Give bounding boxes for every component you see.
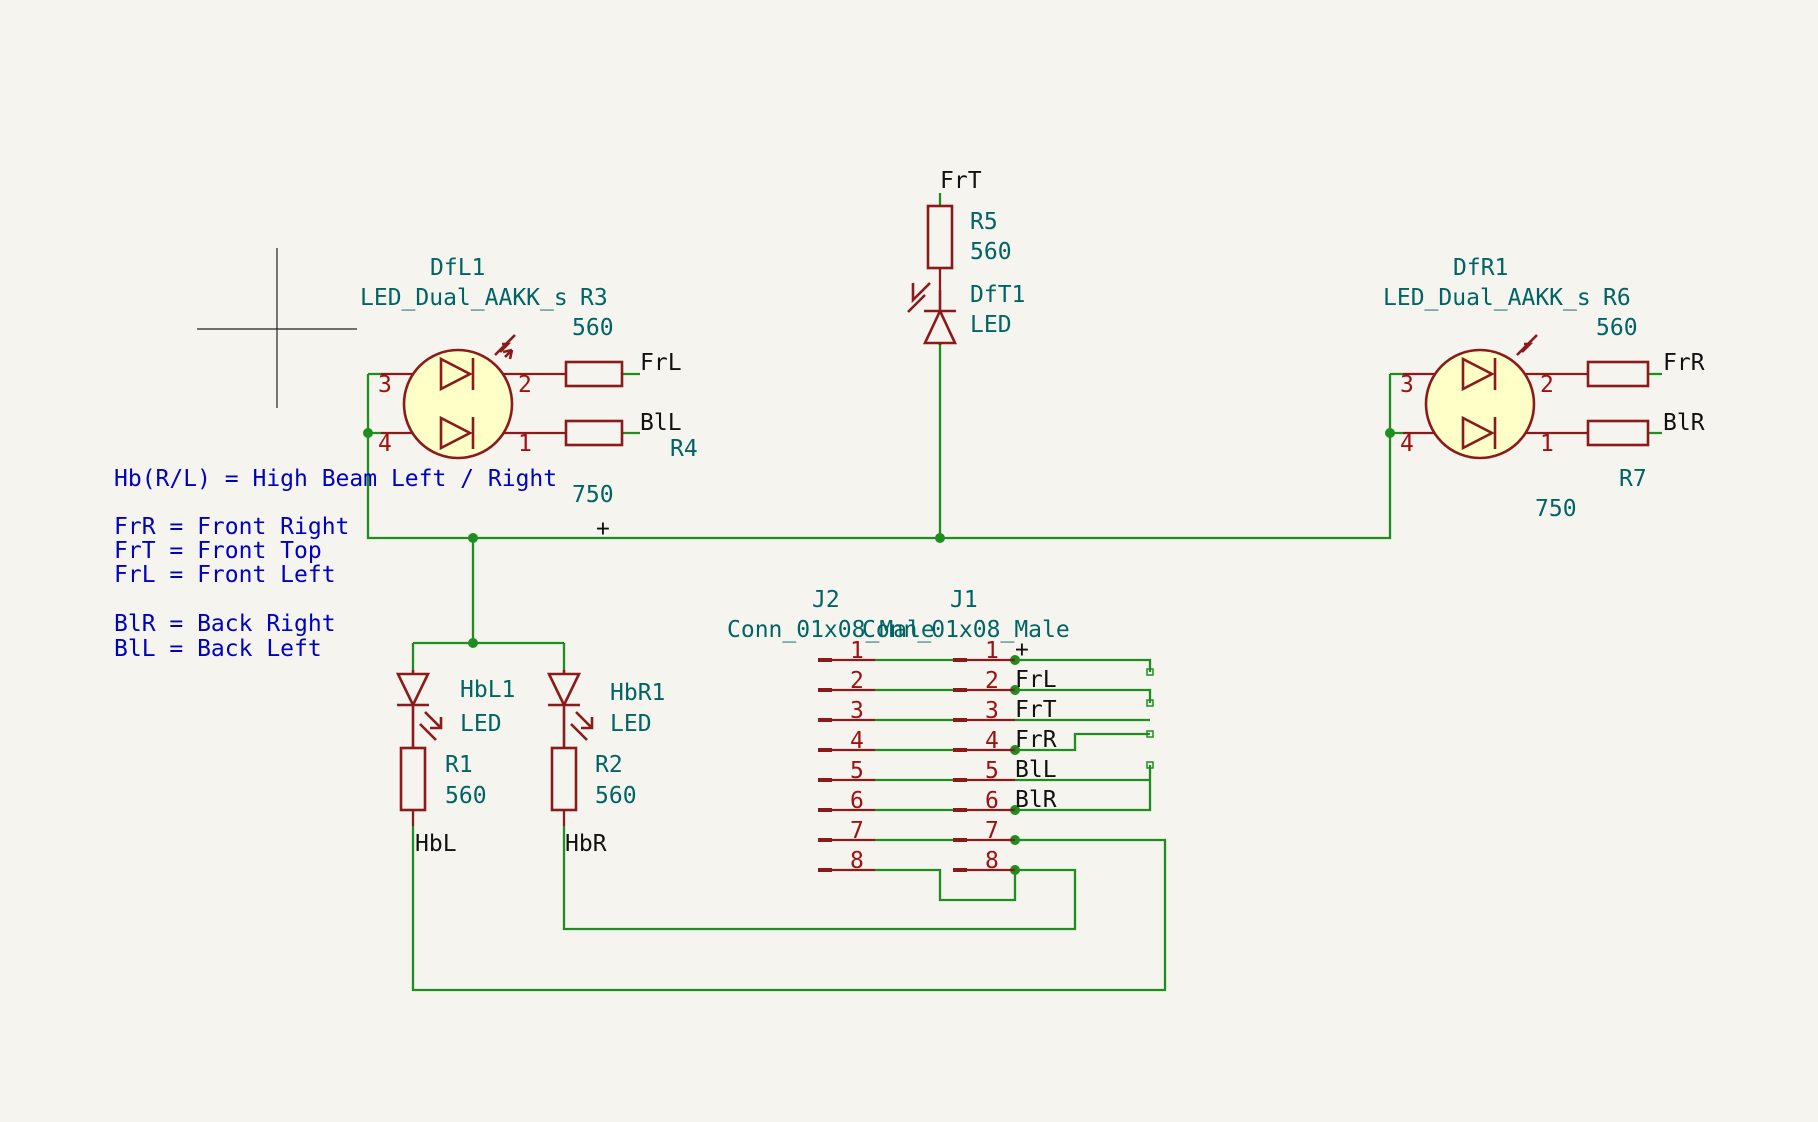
dfr1-pin-3: 3 <box>1400 372 1414 398</box>
r5-ref: R5 <box>970 209 998 235</box>
note-bll: BlL = Back Left <box>114 636 322 662</box>
r1-value: 560 <box>445 783 487 809</box>
dfr1-pin-1: 1 <box>1540 431 1554 457</box>
j1-net-blr: BlR <box>1015 787 1057 813</box>
j1-pin-3: 3 <box>985 698 999 724</box>
note-frr: FrR = Front Right <box>114 514 349 540</box>
j1-value: Conn_01x08_Male <box>862 617 1070 643</box>
dfr1-value: LED_Dual_AAKK_s <box>1383 285 1591 311</box>
j2-pin-5: 5 <box>850 758 864 784</box>
j1-net-plus: + <box>1015 637 1029 663</box>
resistor-r2[interactable]: R2 560 <box>550 746 637 826</box>
r4-value: 750 <box>572 482 614 508</box>
j1-net-frl: FrL <box>1015 667 1057 693</box>
j2-pins <box>818 658 875 872</box>
net-label-frt-top: FrT <box>940 168 982 194</box>
j1-pin-8: 8 <box>985 848 999 874</box>
j2-pin-6: 6 <box>850 788 864 814</box>
j1-pin-4: 4 <box>985 728 999 754</box>
net-label-plus-bus: + <box>596 516 610 542</box>
j2-value: Conn_01x08_Male <box>727 617 935 643</box>
dfl1-value: LED_Dual_AAKK_s <box>360 285 568 311</box>
resistor-r3[interactable]: R3 560 <box>564 285 624 388</box>
j2-pin-2: 2 <box>850 668 864 694</box>
hbl1-ref: HbL1 <box>460 677 515 703</box>
r7-ref: R7 <box>1619 466 1647 492</box>
r5-value: 560 <box>970 239 1012 265</box>
r6-value: 560 <box>1596 315 1638 341</box>
connector-j1[interactable]: J1 Conn_01x08_Male 1 2 3 4 5 6 7 8 <box>862 587 1070 874</box>
j2-pin-1: 1 <box>850 638 864 664</box>
j1-net-bll: BlL <box>1015 757 1057 783</box>
j1-net-frt: FrT <box>1015 697 1057 723</box>
wires <box>366 193 1662 992</box>
j1-pin-5: 5 <box>985 758 999 784</box>
dfr1-pin-2: 2 <box>1540 372 1554 398</box>
net-label-frr: FrR <box>1663 350 1705 376</box>
hbl1-value: LED <box>460 711 502 737</box>
junctions <box>363 428 1395 875</box>
r7-value: 750 <box>1535 496 1577 522</box>
resistor-r4[interactable]: R4 750 <box>564 419 698 508</box>
unconnected-markers <box>1146 668 1154 769</box>
dfl1-pin-1: 1 <box>518 431 532 457</box>
r4-ref: R4 <box>670 436 698 462</box>
dfl1-pin-2: 2 <box>518 372 532 398</box>
r6-ref: R6 <box>1603 285 1631 311</box>
note-blr: BlR = Back Right <box>114 611 336 637</box>
j1-pin-2: 2 <box>985 668 999 694</box>
cursor-crosshair <box>197 248 357 408</box>
dft1-ref: DfT1 <box>970 282 1025 308</box>
led-hbr1[interactable]: HbR1 LED <box>546 670 665 748</box>
dfl1-ref: DfL1 <box>430 255 485 281</box>
resistor-r5[interactable]: R5 560 <box>926 204 1012 290</box>
note-frt: FrT = Front Top <box>114 538 322 564</box>
r3-ref: R3 <box>580 285 608 311</box>
legend-notes: Hb(R/L) = High Beam Left / Right FrR = F… <box>114 466 557 662</box>
j1-pin-7: 7 <box>985 818 999 844</box>
resistor-r1[interactable]: R1 560 <box>399 746 487 826</box>
dfl1-pin-4: 4 <box>378 431 392 457</box>
dft1-value: LED <box>970 312 1012 338</box>
net-label-hbr: HbR <box>565 831 607 857</box>
j2-ref: J2 <box>812 587 840 613</box>
net-label-bll: BlL <box>640 410 682 436</box>
dfl1-pin-3: 3 <box>378 372 392 398</box>
hbr1-ref: HbR1 <box>610 680 665 706</box>
r2-value: 560 <box>595 783 637 809</box>
led-dual-dfl1[interactable]: DfL1 LED_Dual_AAKK_s 3 2 4 1 <box>360 255 568 460</box>
j2-pin-4: 4 <box>850 728 864 754</box>
note-hb: Hb(R/L) = High Beam Left / Right <box>114 466 557 492</box>
r1-ref: R1 <box>445 752 473 778</box>
led-dual-dfr1[interactable]: DfR1 LED_Dual_AAKK_s 3 2 4 1 <box>1383 255 1591 460</box>
j1-net-frr: FrR <box>1015 727 1057 753</box>
j1-ref: J1 <box>950 587 978 613</box>
net-label-hbl: HbL <box>415 831 457 857</box>
j2-pin-3: 3 <box>850 698 864 724</box>
led-hbl1[interactable]: HbL1 LED <box>395 670 515 748</box>
resistor-r6[interactable]: R6 560 <box>1586 285 1650 388</box>
note-frl: FrL = Front Left <box>114 562 336 588</box>
resistor-r7[interactable]: R7 750 <box>1535 419 1650 522</box>
r2-ref: R2 <box>595 752 623 778</box>
hbr1-value: LED <box>610 711 652 737</box>
j1-pins <box>953 658 1015 872</box>
j2-pin-7: 7 <box>850 818 864 844</box>
dfr1-pin-4: 4 <box>1400 431 1414 457</box>
connector-j2[interactable]: J2 Conn_01x08_Male 1 2 3 4 5 6 7 8 <box>727 587 935 874</box>
led-dft1[interactable]: DfT1 LED <box>907 282 1025 345</box>
dfr1-ref: DfR1 <box>1453 255 1508 281</box>
j2-pin-8: 8 <box>850 848 864 874</box>
r3-value: 560 <box>572 315 614 341</box>
net-label-frl: FrL <box>640 350 682 376</box>
net-label-blr: BlR <box>1663 410 1705 436</box>
j1-pin-1: 1 <box>985 638 999 664</box>
j1-pin-6: 6 <box>985 788 999 814</box>
